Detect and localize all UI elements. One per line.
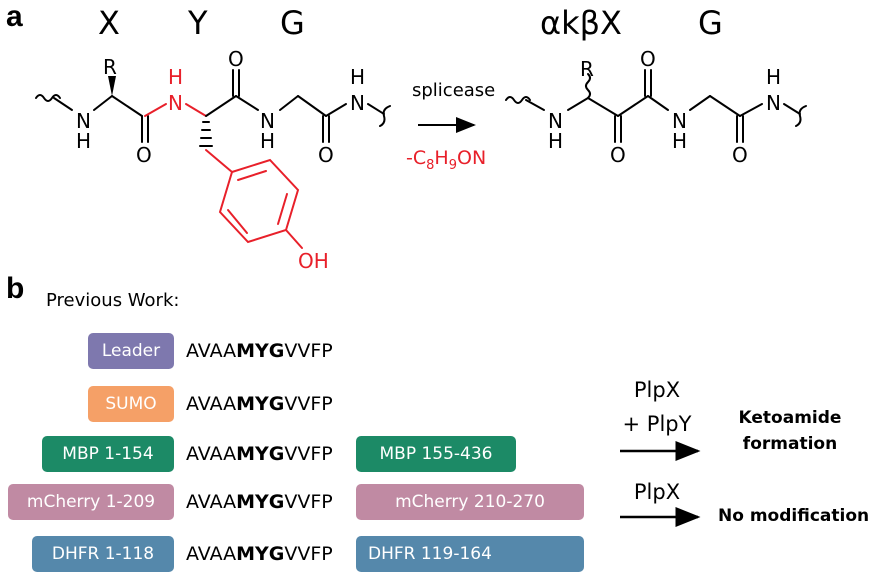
product-n2-h: H xyxy=(672,129,687,153)
carbonyl-o1: O xyxy=(136,143,152,167)
enzyme-label: splicease xyxy=(412,80,495,101)
amide-n4: N xyxy=(350,91,365,115)
result-1-line-2: formation xyxy=(742,434,838,454)
amide-n1-h: H xyxy=(76,129,91,153)
amide-n4-h: H xyxy=(350,65,365,89)
product-substituent-r: R xyxy=(580,57,594,81)
previous-work-heading: Previous Work: xyxy=(46,290,180,311)
substrate-structure xyxy=(35,69,391,249)
result-1-line-1: Ketoamide xyxy=(738,408,842,428)
amide-n2-h: H xyxy=(168,65,183,89)
wavy-bond-product-left xyxy=(505,96,531,104)
hashed-bond xyxy=(199,121,213,147)
product-carbonyl-o3: O xyxy=(732,143,748,167)
wavy-bond-stereo xyxy=(585,73,591,99)
amide-n3-h: H xyxy=(260,129,275,153)
panel-a-label: a xyxy=(6,0,23,33)
residue-label-g: G xyxy=(280,4,305,42)
n-tag-mbp: MBP 1-154 xyxy=(42,436,174,472)
c-tag-mbp: MBP 155-436 xyxy=(356,436,516,472)
lost-fragment-formula: -C8H9ON xyxy=(406,147,486,173)
condition-1-line-2: + PlpY xyxy=(622,412,692,436)
product-structure xyxy=(505,69,807,143)
product-n3-h: H xyxy=(766,65,781,89)
n-tag-mcherry: mCherry 1-209 xyxy=(8,484,174,520)
carbonyl-o2: O xyxy=(228,47,244,71)
carbonyl-o3: O xyxy=(318,143,334,167)
amide-n3: N xyxy=(260,109,275,133)
wedge-bond xyxy=(108,76,116,96)
amide-n2: N xyxy=(168,91,183,115)
n-tag-leader: Leader xyxy=(88,333,174,369)
product-amide-o: O xyxy=(640,47,656,71)
wavy-bond-product-right xyxy=(795,105,807,127)
residue-label-y: Y xyxy=(188,4,208,42)
product-ketone-o: O xyxy=(610,143,626,167)
panel-b-label: b xyxy=(6,272,25,305)
product-n2: N xyxy=(672,109,687,133)
product-n1: N xyxy=(548,109,563,133)
condition-1-line-1: PlpX xyxy=(633,378,681,402)
n-tag-dhfr: DHFR 1-118 xyxy=(32,536,174,572)
product-n3: N xyxy=(766,91,781,115)
wavy-bond-right xyxy=(379,105,391,127)
c-tag-mcherry: mCherry 210-270 xyxy=(356,484,584,520)
result-2: No modification xyxy=(718,506,870,526)
condition-2: PlpX xyxy=(633,480,681,504)
product-n1-h: H xyxy=(548,129,563,153)
residue-label-g-product: G xyxy=(698,4,723,42)
c-tag-dhfr: DHFR 119-164 xyxy=(356,536,584,572)
n-tag-sumo: SUMO xyxy=(88,386,174,422)
reaction-scheme: R H N O H N O N H O H N OH splicease -C8… xyxy=(35,47,807,273)
wavy-bond-left xyxy=(35,94,61,102)
residue-label-akbx: αkβX xyxy=(540,4,622,42)
residue-label-x: X xyxy=(98,4,120,42)
amide-n1: N xyxy=(76,109,91,133)
substituent-r: R xyxy=(103,55,117,79)
hydroxyl-group: OH xyxy=(298,249,329,273)
